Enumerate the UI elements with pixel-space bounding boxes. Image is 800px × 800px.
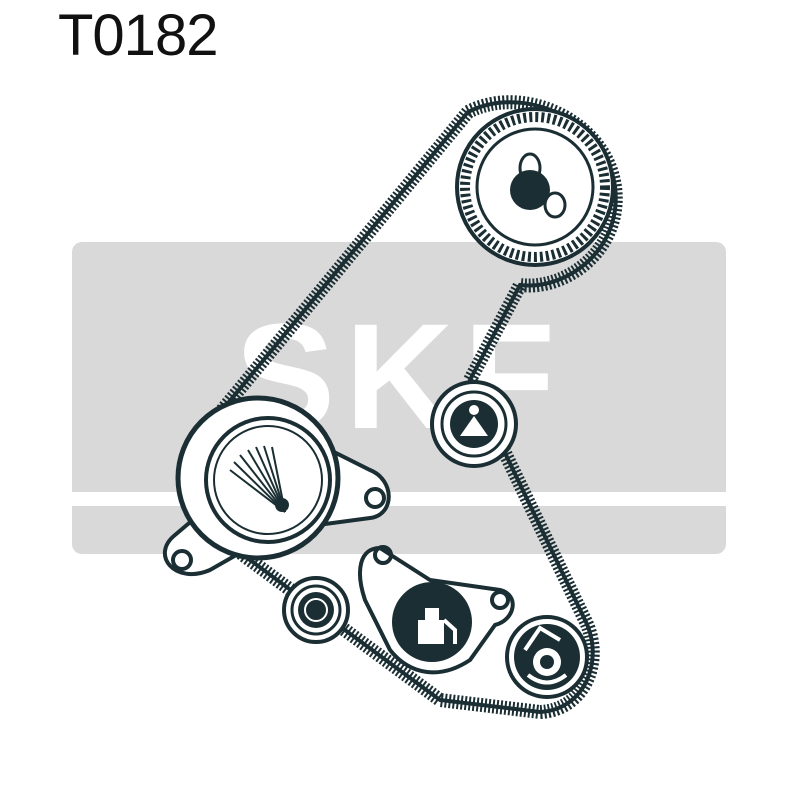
part-number: T0182 — [58, 3, 218, 68]
tensioner-pulley — [162, 395, 391, 577]
tensioner-icon — [229, 445, 289, 513]
crankshaft-sprocket-icon — [523, 625, 568, 685]
idler-pulley-upper — [430, 380, 518, 468]
idler-pulley-lower — [282, 576, 350, 644]
idler-pulley-icon — [460, 405, 488, 436]
camshaft-sprocket — [455, 107, 615, 267]
water-pump-icon — [418, 608, 457, 644]
crankshaft-sprocket — [505, 615, 589, 699]
water-pump — [358, 545, 515, 675]
camshaft-sprocket-icon — [510, 152, 567, 219]
skf-logo: SKF — [72, 242, 726, 554]
